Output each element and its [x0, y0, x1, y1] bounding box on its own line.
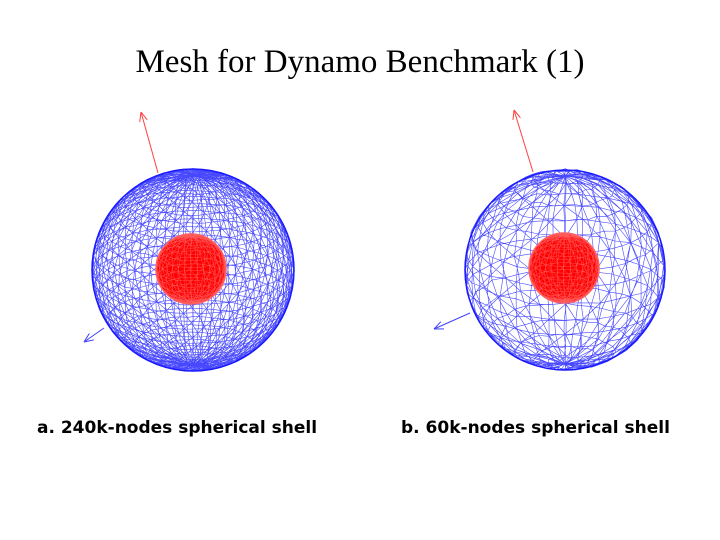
- x-axis-arrow-icon: [433, 312, 471, 330]
- z-axis-arrow-icon: [139, 111, 159, 174]
- x-axis-arrow-icon: [83, 327, 105, 343]
- inner-core-mesh: [155, 233, 227, 305]
- outer-shell-mesh: [464, 168, 666, 371]
- caption-a: a. 240k-nodes spherical shell: [37, 418, 318, 438]
- slide-title: Mesh for Dynamo Benchmark (1): [135, 44, 585, 80]
- caption-b: b. 60k-nodes spherical shell: [401, 418, 670, 438]
- mesh-60k-shell: [433, 109, 666, 371]
- z-axis-arrow-icon: [512, 109, 534, 173]
- inner-core-mesh: [528, 232, 600, 304]
- mesh-240k-shell: [83, 111, 295, 372]
